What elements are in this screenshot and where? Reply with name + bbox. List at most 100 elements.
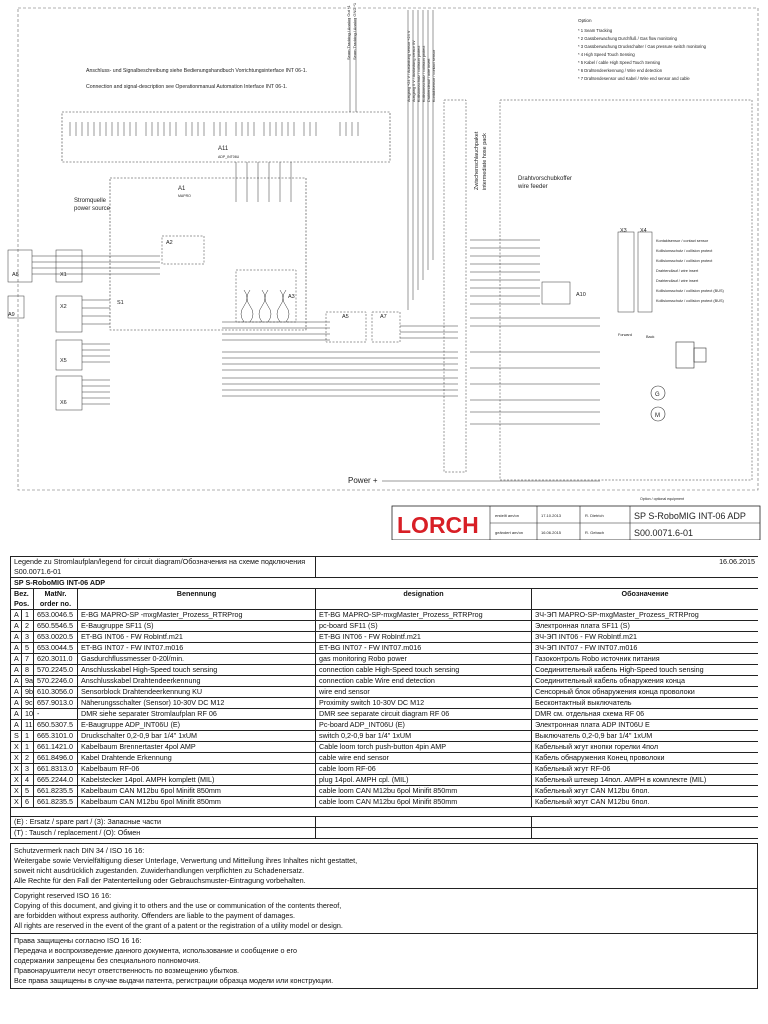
intermediate-hose-pack (443, 99, 467, 473)
svg-text:A10: A10 (576, 292, 586, 298)
svg-text:Kollisionsschutz / collision p: Kollisionsschutz / collision protect (656, 249, 713, 253)
footnote-replacement: (T) : Tausch / replacement / (O): Обмен (10, 827, 317, 839)
legend-doc-no: S00.0071.6-01 (10, 567, 317, 578)
circuit-diagram-sheet: Anschluss- und Signalbeschreibung siehe … (7, 2, 761, 540)
legend-cell-designation: Cable loom torch push-button 4pin AMP (315, 741, 533, 753)
svg-text:* 6 Drahtendeerkennung / Wire: * 6 Drahtendeerkennung / Wire end detect… (578, 68, 663, 73)
power-source-en: power source (74, 206, 111, 212)
legend-cell-designation: pc-board SF11 (S) (315, 620, 533, 632)
legend-cell-pos: 1 (21, 741, 34, 753)
legend-cell-bez: A (10, 642, 22, 654)
note-de: Anschluss- und Signalbeschreibung siehe … (86, 68, 307, 74)
svg-text:A7: A7 (380, 314, 387, 320)
protection-note-en: Copyright reserved ISO 16 16: Copying of… (10, 889, 758, 934)
circuit-diagram: Anschluss- und Signalbeschreibung siehe … (7, 2, 761, 540)
legend: Legende zu Stromlaufplan/legend for circ… (10, 556, 758, 1024)
legend-cell-bez: A (10, 609, 22, 621)
legend-cell-benennung: DMR siehe separater Stromlaufplan RF 06 (76, 708, 317, 720)
svg-text:geändert am/on: geändert am/on (495, 530, 523, 535)
legend-cell-matnr: 650.5546.5 (33, 620, 78, 632)
svg-text:X1: X1 (60, 272, 67, 278)
legend-cell-matnr: 610.3056.0 (33, 686, 78, 698)
intermediate-de: Zwischenschlauchpaket (474, 131, 480, 190)
legend-cell-designation: ET-BG INT06 - FW RobIntf.m21 (315, 631, 533, 643)
legend-cell-bez: A (10, 653, 22, 665)
block-power-source (109, 177, 307, 331)
legend-cell-benennung: Kabelbaum Brennertaster 4pol AMP (76, 741, 317, 753)
legend-cell-designation: cable loom RF-06 (315, 763, 533, 775)
block-a10 (541, 281, 571, 305)
legend-column-headers: Bez. MatNr. Benennung designation Обозна… (10, 588, 758, 610)
legend-cell-benennung: E-BG MAPRO-SP -mxgMaster_Prozess_RTRProg (76, 609, 317, 621)
legend-cell-bez: A (10, 620, 22, 632)
svg-text:* 1 Seam Tracking: * 1 Seam Tracking (578, 28, 613, 33)
legend-cell-matnr: 661.1421.0 (33, 741, 78, 753)
legend-cell-ru: Кабель обнаружения Конец проволоки (531, 752, 758, 764)
svg-text:X6: X6 (60, 400, 67, 406)
legend-cell-designation: connection cable High-Speed touch sensin… (315, 664, 533, 676)
m12-plug (675, 341, 707, 369)
legend-date: 16.06.2015 (315, 556, 758, 578)
diagram-title: SP S-RoboMIG INT-06 ADP (634, 511, 746, 521)
legend-cell-bez: X (10, 763, 22, 775)
svg-text:Kollisionsschutz / collision p: Kollisionsschutz / collision protect (422, 45, 426, 102)
legend-cell-designation: gas monitoring Robo power (315, 653, 533, 665)
legend-cell-benennung: Kabelbaum RF-06 (76, 763, 317, 775)
legend-cell-ru: ЗЧ-ЭП MAPRO-SP-mxgMaster_Prozess_RTRProg (531, 609, 758, 621)
legend-cell-benennung: Kabel Drahtende Erkennung (76, 752, 317, 764)
legend-cell-pos: 7 (21, 653, 34, 665)
legend-cell-pos: 9b (21, 686, 34, 698)
legend-cell-designation: ET-BG INT07 - FW INT07.m016 (315, 642, 533, 654)
legend-cell-ru: Сенсорный блок обнаружения конца проволо… (531, 686, 758, 698)
legend-cell-matnr: 650.5307.5 (33, 719, 78, 731)
power-source-de: Stromquelle (74, 198, 107, 204)
legend-cell-matnr: 653.0046.5 (33, 609, 78, 621)
svg-text:M: M (655, 413, 660, 419)
svg-text:R. Gebach: R. Gebach (585, 530, 604, 535)
legend-cell-ru: Электронная плата ADP INT06U E (531, 719, 758, 731)
svg-text:Drahtendeauf / wire insert: Drahtendeauf / wire insert (427, 58, 431, 102)
legend-cell-matnr: 661.8313.0 (33, 763, 78, 775)
legend-cell-ru: Кабельный жгут CAN M12bu 6пол. (531, 796, 758, 808)
connector-x4 (637, 231, 653, 313)
legend-cell-pos: 6 (21, 796, 34, 808)
legend-cell-pos: 2 (21, 752, 34, 764)
svg-text:Kontaktsensor / contact sensor: Kontaktsensor / contact sensor (656, 239, 709, 243)
legend-cell-benennung: E-Baugruppe ADP_INT06U (E) (76, 719, 317, 731)
legend-cell-benennung: Kabelstecker 14pol. AMPH komplett (MIL) (76, 774, 317, 786)
legend-cell-ru: Бесконтактный выключатель (531, 697, 758, 709)
legend-cell-matnr: 661.8235.5 (33, 796, 78, 808)
legend-cell-designation: Pc-board ADP_INT06U (E) (315, 719, 533, 731)
svg-text:* 5 Kabel / cable High Speed T: * 5 Kabel / cable High Speed Touch Sensi… (578, 60, 661, 65)
svg-text:X3: X3 (620, 228, 627, 234)
legend-cell-bez: X (10, 796, 22, 808)
feeder-signal-labels: Kontaktsensor / contact sensor Kollision… (656, 239, 724, 303)
svg-text:Ausgang 0 V / Auslastung senso: Ausgang 0 V / Auslastung sensor 0V (412, 40, 416, 102)
legend-cell-matnr: 661.8235.5 (33, 785, 78, 797)
legend-table: Legende zu Stromlaufplan/legend for circ… (10, 556, 758, 839)
protection-note-ru: Права защищены согласно ISO 16 16: Перед… (10, 934, 758, 989)
legend-header-row: Legende zu Stromlaufplan/legend for circ… (10, 556, 758, 578)
legend-cell-pos: 1 (21, 609, 34, 621)
legend-cell-ru: ЗЧ-ЭП INT07 - FW INT07.m016 (531, 642, 758, 654)
legend-cell-bez: S (10, 730, 22, 742)
legend-cell-benennung: Näherungsschalter (Sensor) 10-30V DC M12 (76, 697, 317, 709)
svg-text:Kontaktsensor / contact sensor: Kontaktsensor / contact sensor (432, 49, 436, 102)
svg-text:Kollisionsschutz / collision p: Kollisionsschutz / collision protect (656, 259, 713, 263)
svg-text:17.10.2013: 17.10.2013 (541, 513, 562, 518)
legend-cell-benennung: Anschlusskabel Drahtendeerkennung (76, 675, 317, 687)
svg-text:A5: A5 (342, 314, 349, 320)
sheet-frame (17, 7, 759, 491)
legend-cell-bez: X (10, 752, 22, 764)
connector-x3 (617, 231, 635, 313)
